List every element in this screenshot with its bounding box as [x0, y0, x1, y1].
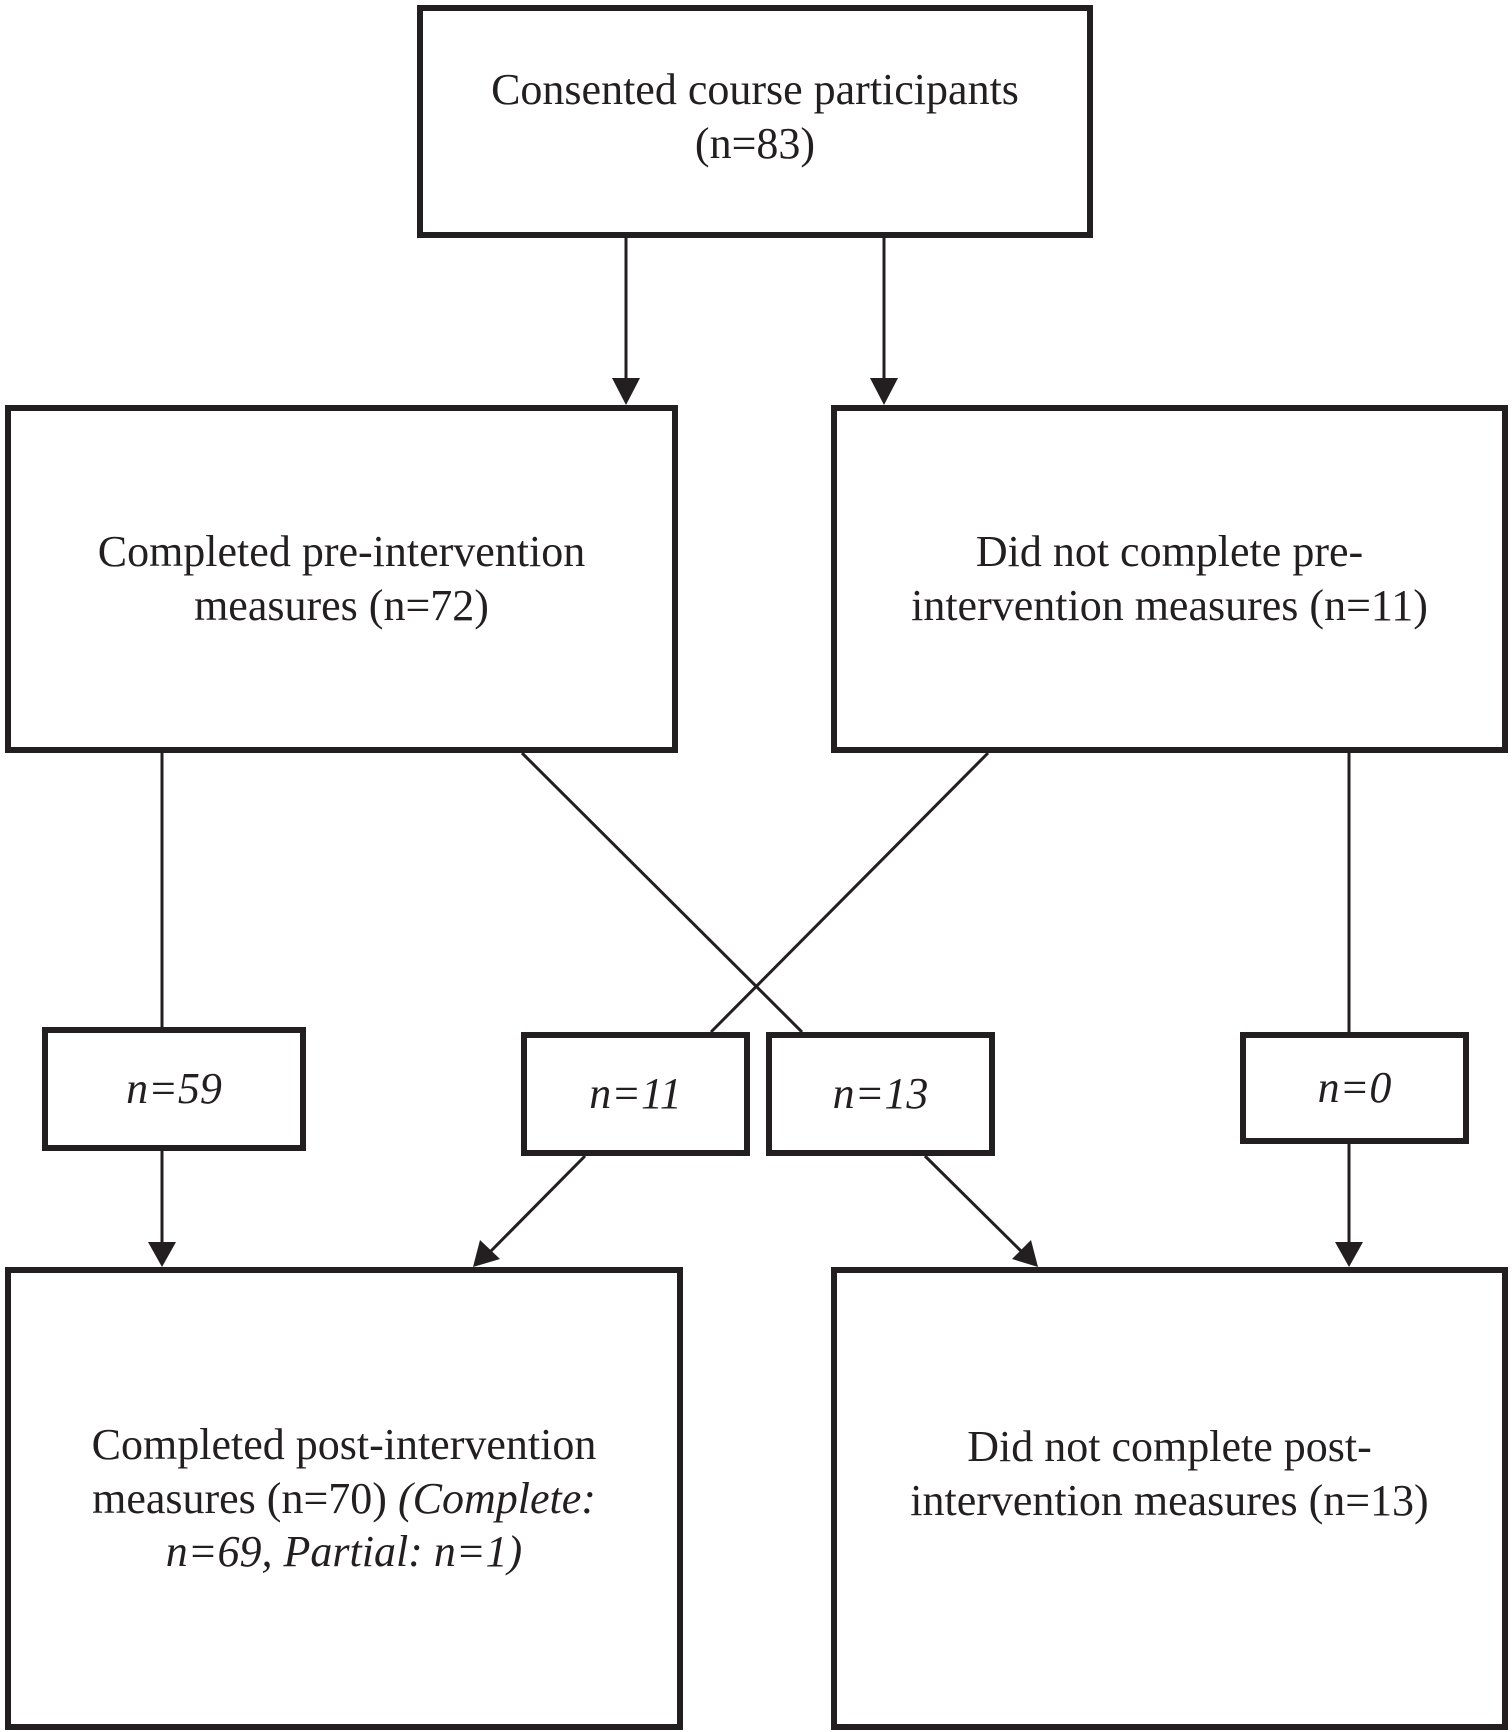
line-pre-completed-to-n13 — [520, 751, 804, 1034]
arrowhead-pre-completed — [612, 378, 640, 405]
pre-completed-box: Completed pre-intervention measures (n=7… — [5, 405, 678, 753]
arrowhead-n0 — [1335, 1242, 1363, 1267]
pre-completed-line1: Completed pre-intervention — [97, 527, 586, 577]
arrowhead-pre-not-completed — [870, 378, 898, 405]
flow-count-n13-label: n=13 — [832, 1069, 929, 1119]
post-not-completed-box: Did not complete post- intervention meas… — [831, 1267, 1508, 1730]
pre-not-completed-line2: intervention measures (n=11) — [911, 581, 1428, 630]
flow-count-n0-label: n=0 — [1317, 1063, 1392, 1113]
consented-label: Consented course participants — [491, 64, 1019, 114]
pre-completed-line2: measures (n=72) — [194, 581, 489, 630]
post-completed-line1: Completed post-intervention — [91, 1419, 597, 1469]
consented-participants-box: Consented course participants (n=83) — [417, 5, 1093, 238]
pre-not-completed-line1: Did not complete pre- — [975, 527, 1364, 577]
arrow-n11-to-post-completed — [488, 1154, 587, 1254]
arrow-n13-to-post-not-completed — [923, 1154, 1024, 1254]
post-completed-line2-italic: (Complete: — [397, 1473, 596, 1523]
post-not-completed-line1: Did not complete post- — [967, 1421, 1372, 1471]
post-completed-box: Completed post-intervention measures (n=… — [5, 1267, 683, 1730]
post-completed-line3-italic: n=69, Partial: n=1) — [165, 1527, 523, 1577]
flow-count-n13: n=13 — [766, 1032, 995, 1156]
post-completed-line2-regular: measures (n=70) — [92, 1473, 398, 1523]
arrowhead-n11 — [473, 1240, 500, 1267]
flow-count-n0: n=0 — [1240, 1032, 1469, 1144]
flow-count-n59: n=59 — [42, 1027, 306, 1151]
flow-count-n11-label: n=11 — [589, 1069, 682, 1119]
flow-count-n59-label: n=59 — [126, 1064, 222, 1114]
consented-count: (n=83) — [694, 118, 816, 168]
line-pre-not-completed-to-n11 — [709, 751, 990, 1034]
flow-count-n11: n=11 — [521, 1032, 750, 1156]
pre-not-completed-box: Did not complete pre- intervention measu… — [831, 405, 1508, 753]
arrowhead-n13 — [1012, 1240, 1038, 1267]
post-not-completed-line2: intervention measures (n=13) — [910, 1475, 1429, 1525]
arrowhead-n59 — [148, 1242, 176, 1267]
